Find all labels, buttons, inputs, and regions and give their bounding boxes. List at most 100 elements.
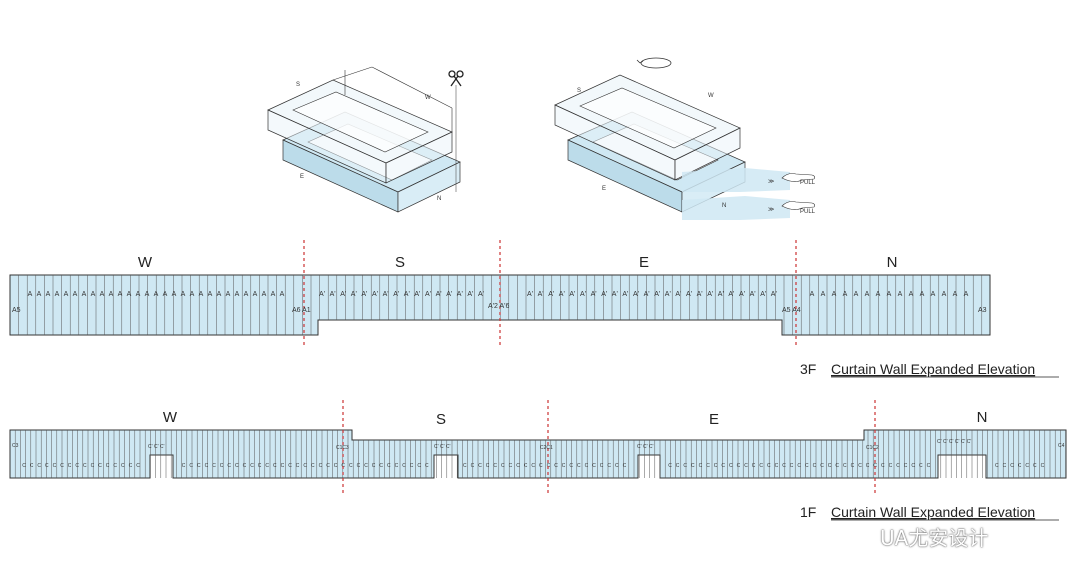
- panel-label-3f: A: [172, 291, 177, 298]
- panel-label-3f: A': [718, 291, 724, 298]
- panel-label-3f: A: [91, 291, 96, 298]
- panel-label-1f: C: [706, 463, 710, 469]
- panel-label-3f: A': [760, 291, 766, 298]
- panel-label-1f: C: [402, 463, 406, 469]
- panel-label-3f: A: [199, 291, 204, 298]
- caption-1f-title: Curtain Wall Expanded Elevation: [831, 504, 1035, 520]
- panel-label-3f: A: [876, 291, 881, 298]
- edge-3f-a6a1: A6 A1: [292, 307, 311, 314]
- panel-label-3f: A': [569, 291, 575, 298]
- panel-label-3f: A': [383, 291, 389, 298]
- panel-label-1f: C: [334, 463, 338, 469]
- panel-label-3f: A: [821, 291, 826, 298]
- dir-1f-n: N: [977, 409, 988, 426]
- panel-label-1f: C: [53, 463, 57, 469]
- panel-label-3f: A': [739, 291, 745, 298]
- panel-label-1f: C: [843, 463, 847, 469]
- panel-label-3f: A: [887, 291, 892, 298]
- elevation-1f-mullions: [14, 430, 1066, 478]
- panel-label-3f: A: [262, 291, 267, 298]
- axon-right-label-s: S: [577, 88, 581, 94]
- axon-left-label-n: N: [437, 196, 441, 202]
- panel-label-3f: A: [964, 291, 969, 298]
- panel-label-1f: C: [851, 463, 855, 469]
- panel-label-1f: C: [379, 463, 383, 469]
- panel-label-1f: C: [357, 463, 361, 469]
- panel-label-1f: C: [372, 463, 376, 469]
- axon-left-label-e: E: [300, 174, 304, 180]
- panel-label-3f: A': [478, 291, 484, 298]
- panel-label-3f: A: [118, 291, 123, 298]
- watermark: UA尤安设计: [848, 522, 988, 551]
- axon-right-label-e: E: [602, 186, 606, 192]
- panel-label-3f: A: [832, 291, 837, 298]
- panel-label-3f: A: [109, 291, 114, 298]
- panel-label-1f: C: [562, 463, 566, 469]
- panel-label-3f: A': [750, 291, 756, 298]
- panel-label-1f: C: [767, 463, 771, 469]
- panel-label-1f: C: [927, 463, 931, 469]
- panel-label-1f: C: [83, 463, 87, 469]
- panel-label-1f: C: [615, 463, 619, 469]
- panel-label-3f: A': [330, 291, 336, 298]
- panel-label-1f: C: [243, 463, 247, 469]
- panel-label-3f: A': [414, 291, 420, 298]
- panel-label-3f: A: [953, 291, 958, 298]
- panel-label-1f: C: [220, 463, 224, 469]
- panel-label-1f: C: [463, 463, 467, 469]
- scissors-icon: [448, 70, 464, 87]
- panel-label-1f: C: [683, 463, 687, 469]
- pull-arrows-2: ≫: [768, 207, 774, 213]
- panel-label-3f: A': [591, 291, 597, 298]
- panel-label-1f: C: [501, 463, 505, 469]
- notch-1f-w: C' C' C': [148, 444, 165, 450]
- watermark-text: UA尤安设计: [880, 526, 989, 550]
- panel-label-1f: C: [577, 463, 581, 469]
- panel-label-3f: A': [559, 291, 565, 298]
- panel-label-1f: C: [721, 463, 725, 469]
- panel-label-1f: C: [121, 463, 125, 469]
- panel-label-3f: A: [280, 291, 285, 298]
- panel-label-1f: C: [189, 463, 193, 469]
- panel-label-3f: A: [145, 291, 150, 298]
- panel-label-1f: C: [744, 463, 748, 469]
- panel-label-3f: A: [217, 291, 222, 298]
- dir-3f-s: S: [395, 254, 405, 271]
- panel-label-1f: C: [227, 463, 231, 469]
- edge-3f-a2a6: A'2 A'6: [488, 303, 509, 310]
- panel-label-1f: C: [1003, 463, 1007, 469]
- dir-1f-s: S: [436, 411, 446, 428]
- panel-label-3f: A': [425, 291, 431, 298]
- panel-label-3f: A: [100, 291, 105, 298]
- panel-label-1f: C: [45, 463, 49, 469]
- panel-label-1f: C: [759, 463, 763, 469]
- panel-label-3f: A: [136, 291, 141, 298]
- panel-label-3f: A': [436, 291, 442, 298]
- dir-3f-e: E: [639, 254, 649, 271]
- panel-label-1f: C: [303, 463, 307, 469]
- panel-label-3f: A': [612, 291, 618, 298]
- panel-label-1f: C: [205, 463, 209, 469]
- panel-label-3f: A: [37, 291, 42, 298]
- panel-label-3f: A': [351, 291, 357, 298]
- panel-label-1f: C: [676, 463, 680, 469]
- edge-1f-c1c3: C1C3: [336, 445, 349, 451]
- panel-label-3f: A: [244, 291, 249, 298]
- panel-label-3f: A': [675, 291, 681, 298]
- panel-label-3f: A: [154, 291, 159, 298]
- panel-label-3f: A: [82, 291, 87, 298]
- axon-left: S W E N: [267, 66, 464, 213]
- panel-label-3f: A': [633, 291, 639, 298]
- panel-label-3f: A: [843, 291, 848, 298]
- panel-label-1f: C: [311, 463, 315, 469]
- panel-label-1f: C: [1010, 463, 1014, 469]
- panel-label-1f: C: [258, 463, 262, 469]
- rotate-icon: [636, 57, 672, 69]
- panel-label-3f: A: [810, 291, 815, 298]
- panel-label-1f: C: [896, 463, 900, 469]
- panel-label-3f: A: [46, 291, 51, 298]
